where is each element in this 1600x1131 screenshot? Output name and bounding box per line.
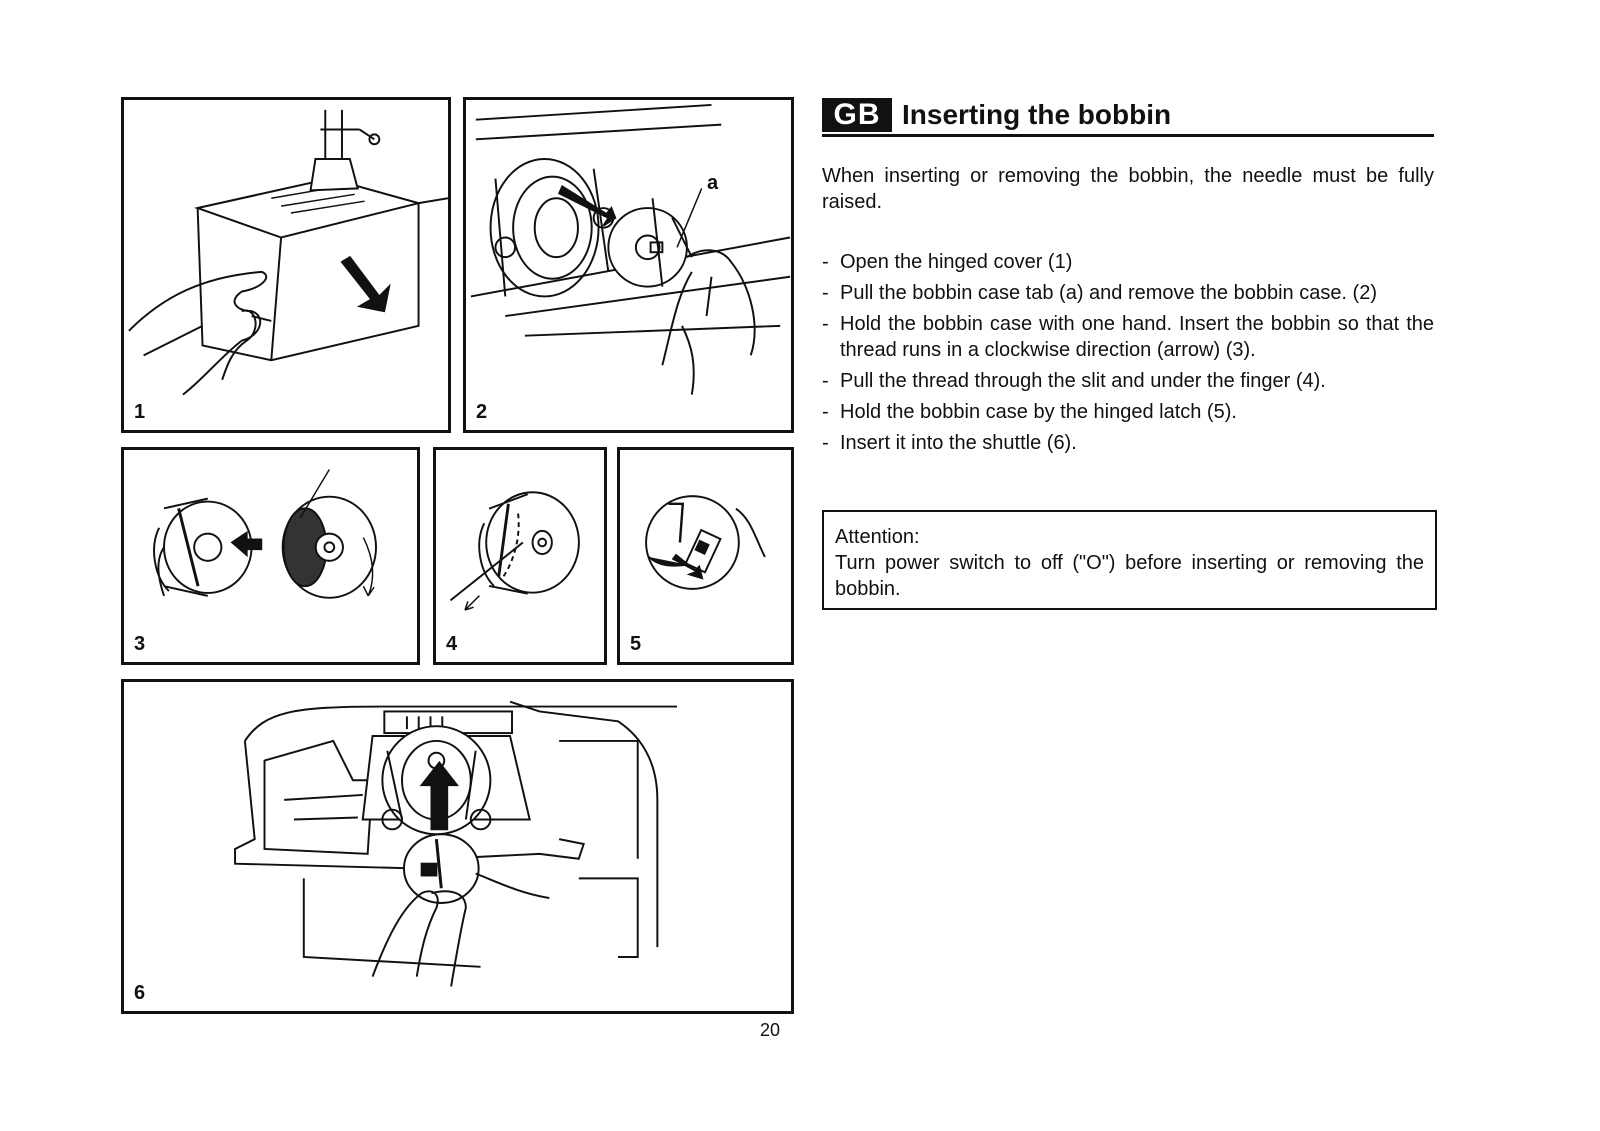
section-header: GB Inserting the bobbin xyxy=(822,95,1434,137)
attention-box: Attention: Turn power switch to off ("O"… xyxy=(822,510,1437,610)
instruction-list: Open the hinged cover (1) Pull the bobbi… xyxy=(822,249,1434,461)
language-badge: GB xyxy=(822,98,892,132)
figure-6-number: 6 xyxy=(134,982,146,1004)
bobbin-case-removal-illustration xyxy=(470,103,791,395)
figure-4-thread-slit: 4 xyxy=(433,447,607,665)
sewing-machine-cover-illustration xyxy=(128,109,448,396)
list-item: Hold the bobbin case by the hinged latch… xyxy=(822,399,1434,425)
list-item: Hold the bobbin case with one hand. Inse… xyxy=(822,311,1434,363)
hinged-latch-illustration xyxy=(645,495,766,590)
list-item: Open the hinged cover (1) xyxy=(822,249,1434,275)
thread-through-slit-illustration xyxy=(449,491,580,611)
page-number: 20 xyxy=(759,1020,781,1040)
figure-2-remove-bobbin-case: a 2 xyxy=(463,97,794,433)
figure-6-insert-into-shuttle: 6 xyxy=(121,679,794,1014)
figure-1-number: 1 xyxy=(134,401,146,423)
tab-a-label: a xyxy=(707,172,719,194)
figure-3-insert-bobbin: 3 xyxy=(121,447,420,665)
figure-1-open-cover: 1 xyxy=(121,97,451,433)
attention-text: Turn power switch to off ("O") before in… xyxy=(835,552,1424,600)
figure-4-number: 4 xyxy=(446,633,458,655)
attention-heading: Attention: xyxy=(835,526,920,548)
intro-paragraph: When inserting or removing the bobbin, t… xyxy=(822,165,1434,213)
bobbin-insertion-illustration xyxy=(153,469,377,599)
figure-5-hold-latch: 5 xyxy=(617,447,794,665)
figure-5-number: 5 xyxy=(630,633,642,655)
page-title: Inserting the bobbin xyxy=(902,99,1172,130)
list-item: Pull the thread through the slit and und… xyxy=(822,368,1434,394)
figure-2-number: 2 xyxy=(476,401,488,423)
shuttle-insertion-illustration xyxy=(234,700,677,987)
figure-3-number: 3 xyxy=(134,633,146,655)
list-item: Insert it into the shuttle (6). xyxy=(822,430,1434,456)
list-item: Pull the bobbin case tab (a) and remove … xyxy=(822,280,1434,306)
